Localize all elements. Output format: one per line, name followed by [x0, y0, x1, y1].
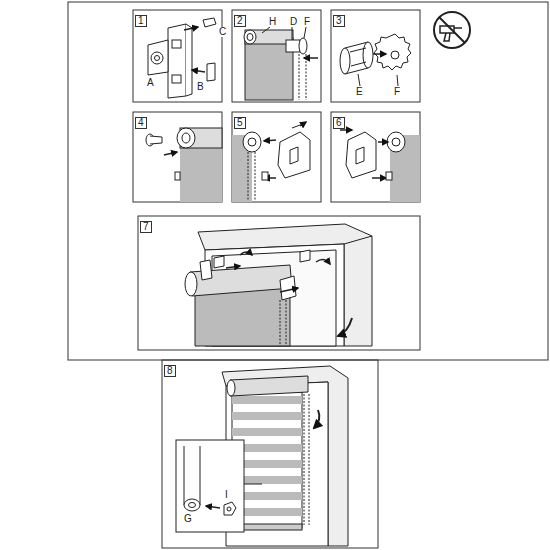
zebra-band — [232, 412, 302, 420]
steps-frame — [68, 2, 548, 360]
part-letter: C — [218, 27, 227, 37]
step-panel: 1 — [133, 10, 222, 102]
part-letter: A — [146, 78, 155, 88]
step-panel: 7 — [138, 216, 420, 350]
step-panel: 8 — [162, 360, 378, 548]
step-number: 1 — [135, 15, 147, 27]
plug-insert-figure — [146, 128, 222, 202]
step-number: 7 — [140, 221, 152, 233]
zebra-band — [232, 396, 302, 404]
part-letter: B — [196, 82, 205, 92]
zebra-band — [232, 428, 302, 436]
no-drill-icon — [434, 12, 470, 48]
part-letter: D — [289, 17, 298, 27]
step-number: 6 — [333, 117, 345, 129]
part-letter: E — [355, 87, 364, 97]
installed-blind-figure — [176, 366, 348, 546]
part-letter: F — [303, 17, 311, 27]
step-panel: 6 — [331, 112, 420, 202]
step-panel: 3 — [331, 10, 420, 102]
bracket-clip-figure — [232, 122, 310, 202]
part-letter: F — [393, 87, 401, 97]
part-letter: H — [268, 17, 277, 27]
part-letter: G — [183, 514, 193, 524]
step-panel: 4 — [133, 112, 222, 202]
end-plug-figure — [340, 34, 411, 86]
step-number: 8 — [164, 365, 176, 377]
part-letter: I — [224, 490, 229, 500]
step-number: 3 — [333, 15, 345, 27]
bracket-figure — [148, 18, 216, 98]
step-number: 5 — [234, 117, 246, 129]
step-number: 4 — [135, 117, 147, 129]
bracket-clip-figure — [340, 130, 420, 202]
step-panel: 5 — [232, 112, 321, 202]
window-mount-figure — [185, 224, 372, 346]
step-number: 2 — [234, 15, 246, 27]
roller-blind-figure — [244, 27, 318, 100]
